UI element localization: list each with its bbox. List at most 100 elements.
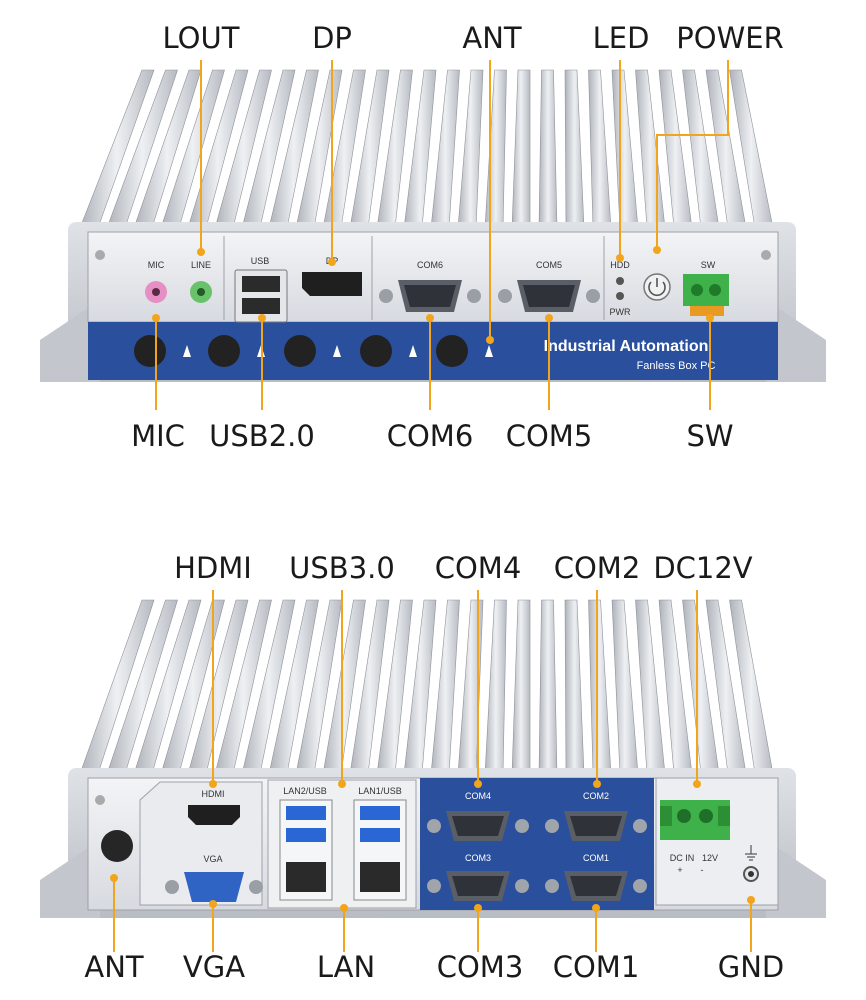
lan2-usb-stack[interactable] <box>279 799 333 901</box>
rear-view: HDMI VGA LAN2/USB LAN1/USB COM4 COM2 COM… <box>40 551 826 984</box>
com1-port-label: COM1 <box>583 853 609 863</box>
callout-power: POWER <box>676 21 783 55</box>
usb2-port-top[interactable] <box>242 276 280 292</box>
heatsink-fin <box>611 69 639 229</box>
antenna-boss[interactable] <box>208 335 240 367</box>
com6-port[interactable] <box>379 280 481 312</box>
ground-symbol-icon <box>745 845 757 861</box>
callout-com5: COM5 <box>506 419 593 453</box>
com5-port-label: COM5 <box>536 260 562 270</box>
callout-ant-front: ANT <box>462 21 522 55</box>
com4-port-label: COM4 <box>465 791 491 801</box>
callout-com2: COM2 <box>554 551 641 585</box>
rear-left-ear <box>40 840 100 918</box>
front-blue-strip <box>88 322 778 380</box>
gnd-post-hole <box>748 871 754 877</box>
callout-com6: COM6 <box>387 419 474 453</box>
callout-dc12v: DC12V <box>653 551 752 585</box>
antenna-boss[interactable] <box>360 335 392 367</box>
vga-port[interactable] <box>165 872 263 902</box>
front-right-ear <box>766 300 826 382</box>
callout-com1: COM1 <box>553 950 640 984</box>
dc-plus-label: + <box>677 865 682 875</box>
lan2usb-label: LAN2/USB <box>283 786 327 796</box>
heatsink-fin <box>635 69 666 229</box>
heatsink-fin <box>588 69 612 229</box>
screw <box>95 250 105 260</box>
com1-port[interactable] <box>545 871 647 901</box>
callout-sw: SW <box>686 419 733 453</box>
heatsink-fin <box>538 69 558 229</box>
usb2-port-bottom[interactable] <box>242 298 280 314</box>
com2-port-label: COM2 <box>583 791 609 801</box>
callout-led: LED <box>593 21 650 55</box>
com4-port[interactable] <box>427 811 529 841</box>
brand-subtitle: Fanless Box PC <box>637 360 716 372</box>
com-ports <box>427 811 647 901</box>
antenna-icon <box>409 345 417 357</box>
dc-12v-label: 12V <box>702 853 718 863</box>
front-left-ear <box>40 300 100 382</box>
heatsink-fin <box>457 69 484 229</box>
sw-terminal[interactable] <box>683 274 729 316</box>
heatsink-fin <box>635 599 666 775</box>
antenna-icon <box>183 345 191 357</box>
com6-port-label: COM6 <box>417 260 443 270</box>
callout-lan: LAN <box>317 950 375 984</box>
com3-port[interactable] <box>427 871 529 901</box>
displayport[interactable] <box>302 272 362 296</box>
hdmi-port[interactable] <box>188 805 240 825</box>
callout-usb30: USB3.0 <box>289 551 395 585</box>
vga-port-label: VGA <box>203 854 222 864</box>
com2-port[interactable] <box>545 811 647 841</box>
mic-jack-hole <box>152 288 160 296</box>
heatsink-fin <box>484 69 507 229</box>
lan1usb-label: LAN1/USB <box>358 786 402 796</box>
brand-name: Industrial Automation <box>544 338 709 355</box>
heatsink-fin <box>430 69 460 229</box>
rear-antenna-boss[interactable] <box>101 830 133 862</box>
heatsink-fin <box>564 599 585 775</box>
heatsink-fin <box>538 599 558 775</box>
heatsink-fin <box>511 599 531 775</box>
lan1-usb-stack[interactable] <box>353 799 407 901</box>
callout-dp: DP <box>312 21 352 55</box>
antenna-icon <box>333 345 341 357</box>
heatsink-fin <box>511 69 531 229</box>
com3-port-label: COM3 <box>465 853 491 863</box>
hdd-led-label: HDD <box>610 260 630 270</box>
mic-port-label: MIC <box>148 260 165 270</box>
antenna-boss[interactable] <box>284 335 316 367</box>
usb-port-label: USB <box>251 256 270 266</box>
rear-heatsink <box>79 599 774 775</box>
rear-right-ear <box>766 840 826 918</box>
heatsink-fin <box>588 599 612 775</box>
line-port-label: LINE <box>191 260 211 270</box>
heatsink-fin <box>484 599 507 775</box>
antenna-icon <box>485 345 493 357</box>
callout-lout: LOUT <box>163 21 240 55</box>
hdd-led <box>616 277 624 285</box>
front-antenna-row <box>134 335 493 367</box>
antenna-boss[interactable] <box>134 335 166 367</box>
pwr-led <box>616 292 624 300</box>
callout-hdmi: HDMI <box>174 551 252 585</box>
heatsink-fin <box>457 599 484 775</box>
callout-gnd: GND <box>718 950 785 984</box>
dc-block <box>655 777 779 906</box>
screw <box>761 250 771 260</box>
callout-com4: COM4 <box>435 551 522 585</box>
callout-usb20: USB2.0 <box>209 419 315 453</box>
dc-minus-label: - <box>701 865 704 875</box>
com5-port[interactable] <box>498 280 600 312</box>
callout-ant-rear: ANT <box>84 950 144 984</box>
power-icon <box>648 281 666 297</box>
front-view: MIC LINE USB DP COM6 COM5 HDD PWR <box>40 21 826 453</box>
screw <box>95 795 105 805</box>
antenna-boss[interactable] <box>436 335 468 367</box>
dc-terminal[interactable] <box>660 800 730 840</box>
sw-port-label: SW <box>701 260 716 270</box>
callout-com3: COM3 <box>437 950 524 984</box>
pwr-led-label: PWR <box>610 307 631 317</box>
